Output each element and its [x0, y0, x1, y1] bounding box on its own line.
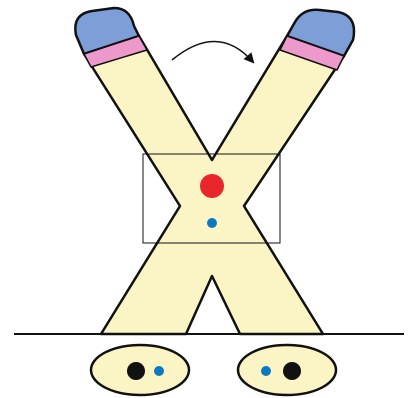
right-oval-black-dot — [283, 362, 301, 380]
left-oval-blue-dot — [154, 366, 164, 376]
left-oval-black-dot — [127, 362, 145, 380]
curved-arrow-right-icon — [172, 41, 253, 62]
right-oval-blue-dot — [261, 366, 271, 376]
center-blue-dot — [207, 218, 217, 228]
red-dot — [200, 174, 224, 198]
